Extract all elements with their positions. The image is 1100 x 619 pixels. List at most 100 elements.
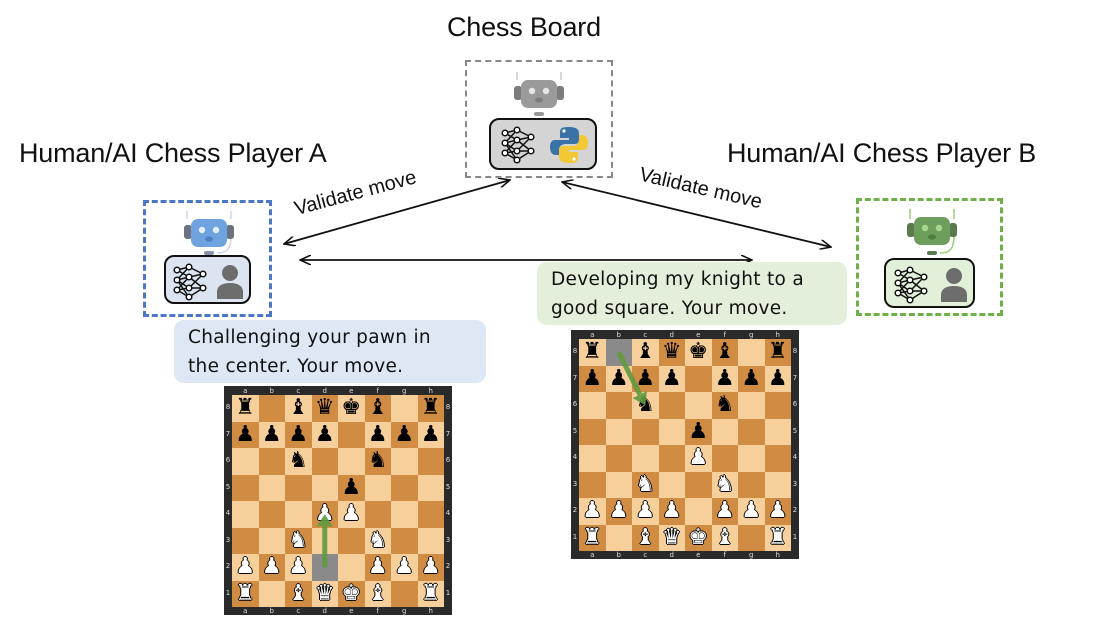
square-h6[interactable] [764, 392, 791, 419]
square-h1[interactable]: ♜ [417, 580, 444, 607]
black-pawn-icon[interactable]: ♟ [314, 421, 335, 447]
white-rook-icon[interactable]: ♜ [582, 524, 603, 550]
square-h4[interactable] [417, 501, 444, 528]
black-bishop-icon[interactable]: ♝ [288, 395, 309, 421]
square-g2[interactable]: ♟ [391, 554, 418, 581]
square-e6[interactable] [685, 392, 712, 419]
square-h2[interactable]: ♟ [417, 554, 444, 581]
square-g8[interactable] [738, 339, 765, 366]
white-pawn-icon[interactable]: ♟ [714, 498, 735, 524]
white-pawn-icon[interactable]: ♟ [420, 554, 441, 580]
white-rook-icon[interactable]: ♜ [420, 580, 441, 606]
square-d1[interactable]: ♛ [658, 524, 685, 551]
square-a1[interactable]: ♜ [579, 524, 606, 551]
black-rook-icon[interactable]: ♜ [767, 339, 788, 365]
white-pawn-icon[interactable]: ♟ [661, 498, 682, 524]
square-g4[interactable] [391, 501, 418, 528]
square-f7[interactable]: ♟ [364, 421, 391, 448]
black-pawn-icon[interactable]: ♟ [394, 421, 415, 447]
black-rook-icon[interactable]: ♜ [582, 339, 603, 365]
square-a2[interactable]: ♟ [579, 498, 606, 525]
square-c8[interactable]: ♝ [632, 339, 659, 366]
square-d4[interactable] [658, 445, 685, 472]
square-c1[interactable]: ♝ [285, 580, 312, 607]
white-pawn-icon[interactable]: ♟ [314, 501, 335, 527]
black-knight-icon[interactable]: ♞ [367, 448, 388, 474]
square-g7[interactable]: ♟ [391, 421, 418, 448]
white-bishop-icon[interactable]: ♝ [367, 580, 388, 606]
square-c8[interactable]: ♝ [285, 395, 312, 422]
square-f7[interactable]: ♟ [711, 365, 738, 392]
square-a7[interactable]: ♟ [579, 365, 606, 392]
white-pawn-icon[interactable]: ♟ [261, 554, 282, 580]
square-e1[interactable]: ♚ [338, 580, 365, 607]
black-pawn-icon[interactable]: ♟ [235, 421, 256, 447]
square-g3[interactable] [391, 527, 418, 554]
square-g6[interactable] [391, 448, 418, 475]
square-b2[interactable]: ♟ [258, 554, 285, 581]
square-f4[interactable] [364, 501, 391, 528]
square-g8[interactable] [391, 395, 418, 422]
square-c6[interactable]: ♞ [285, 448, 312, 475]
square-g5[interactable] [391, 474, 418, 501]
square-d3[interactable] [658, 471, 685, 498]
square-e7[interactable] [338, 421, 365, 448]
square-h4[interactable] [764, 445, 791, 472]
square-f5[interactable] [711, 418, 738, 445]
square-f1[interactable]: ♝ [711, 524, 738, 551]
square-c2[interactable]: ♟ [632, 498, 659, 525]
square-d1[interactable]: ♛ [311, 580, 338, 607]
square-f2[interactable]: ♟ [364, 554, 391, 581]
square-a4[interactable] [232, 501, 259, 528]
square-d6[interactable] [311, 448, 338, 475]
black-bishop-icon[interactable]: ♝ [714, 339, 735, 365]
square-h3[interactable] [764, 471, 791, 498]
square-b4[interactable] [605, 445, 632, 472]
square-c4[interactable] [632, 445, 659, 472]
black-pawn-icon[interactable]: ♟ [261, 421, 282, 447]
square-d5[interactable] [311, 474, 338, 501]
white-queen-icon[interactable]: ♛ [661, 524, 682, 550]
black-knight-icon[interactable]: ♞ [288, 448, 309, 474]
square-d7[interactable]: ♟ [658, 365, 685, 392]
black-knight-icon[interactable]: ♞ [714, 392, 735, 418]
white-pawn-icon[interactable]: ♟ [635, 498, 656, 524]
square-c7[interactable]: ♟ [285, 421, 312, 448]
white-king-icon[interactable]: ♚ [688, 524, 709, 550]
square-g1[interactable] [391, 580, 418, 607]
square-f3[interactable]: ♞ [364, 527, 391, 554]
square-e4[interactable]: ♟ [685, 445, 712, 472]
square-b7[interactable]: ♟ [258, 421, 285, 448]
square-h6[interactable] [417, 448, 444, 475]
square-f6[interactable]: ♞ [364, 448, 391, 475]
square-g5[interactable] [738, 418, 765, 445]
white-pawn-icon[interactable]: ♟ [235, 554, 256, 580]
square-f2[interactable]: ♟ [711, 498, 738, 525]
square-h8[interactable]: ♜ [764, 339, 791, 366]
square-d8[interactable]: ♛ [311, 395, 338, 422]
square-a6[interactable] [579, 392, 606, 419]
black-queen-icon[interactable]: ♛ [314, 395, 335, 421]
square-h5[interactable] [764, 418, 791, 445]
square-a3[interactable] [579, 471, 606, 498]
white-pawn-icon[interactable]: ♟ [341, 501, 362, 527]
square-d6[interactable] [658, 392, 685, 419]
black-pawn-icon[interactable]: ♟ [341, 474, 362, 500]
black-pawn-icon[interactable]: ♟ [688, 418, 709, 444]
square-e8[interactable]: ♚ [338, 395, 365, 422]
square-e5[interactable]: ♟ [685, 418, 712, 445]
square-d5[interactable] [658, 418, 685, 445]
square-d2[interactable]: ♟ [658, 498, 685, 525]
white-knight-icon[interactable]: ♞ [635, 471, 656, 497]
white-knight-icon[interactable]: ♞ [714, 471, 735, 497]
square-b6[interactable] [605, 392, 632, 419]
square-g3[interactable] [738, 471, 765, 498]
square-b2[interactable]: ♟ [605, 498, 632, 525]
square-h7[interactable]: ♟ [417, 421, 444, 448]
black-rook-icon[interactable]: ♜ [235, 395, 256, 421]
black-bishop-icon[interactable]: ♝ [635, 339, 656, 365]
square-e1[interactable]: ♚ [685, 524, 712, 551]
white-pawn-icon[interactable]: ♟ [688, 445, 709, 471]
square-g6[interactable] [738, 392, 765, 419]
square-e3[interactable] [338, 527, 365, 554]
